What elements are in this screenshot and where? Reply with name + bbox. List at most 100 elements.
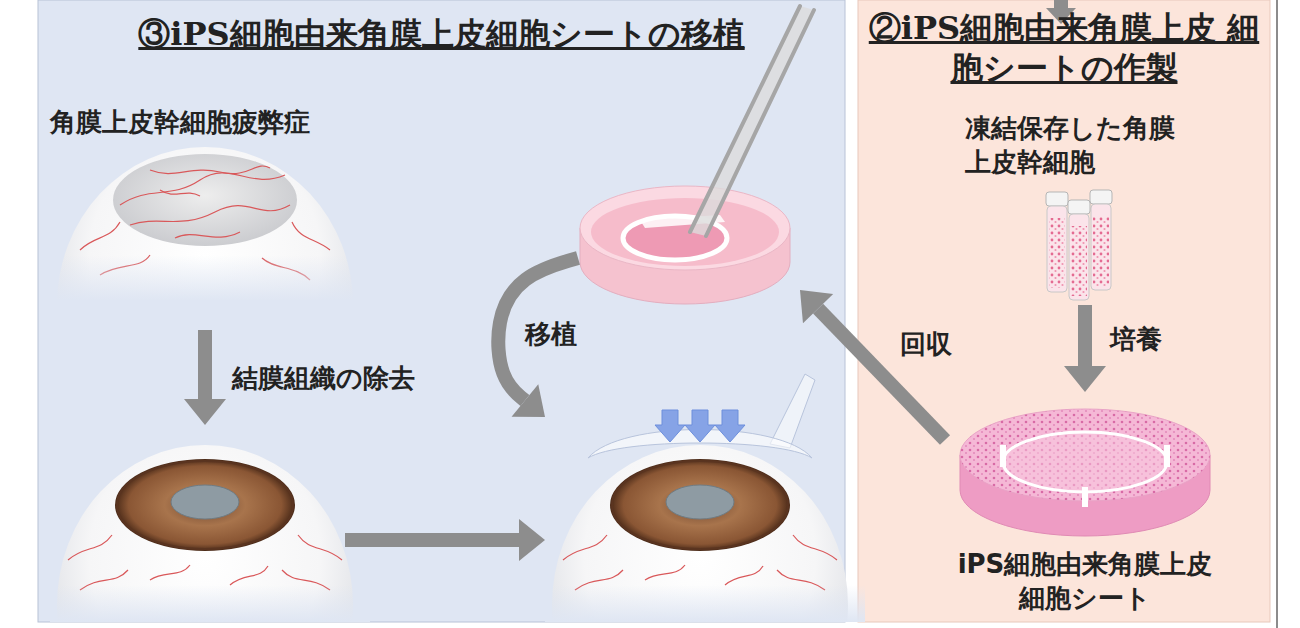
arrow-head <box>800 290 833 323</box>
flow-arrow <box>800 290 945 440</box>
frame-line <box>1276 0 1278 628</box>
placement-arrow <box>715 410 745 442</box>
placement-arrow <box>685 410 715 442</box>
dish-box: iPS細胞由来角膜上皮 細胞シート <box>945 392 1225 620</box>
vial-body <box>1047 206 1067 292</box>
clouded-cornea <box>113 154 297 246</box>
iris <box>610 459 790 551</box>
vessel <box>130 205 290 225</box>
vial-cells <box>1093 216 1109 286</box>
edge-label-box: 結膜組織の除去 <box>232 362 415 396</box>
eye-box <box>70 425 345 622</box>
vessel <box>120 173 285 205</box>
vessel <box>292 222 330 250</box>
vessel <box>725 566 763 585</box>
arrow-shaft <box>1054 0 1068 8</box>
flow-arrow <box>184 330 226 425</box>
panel-heading: ②iPS細胞由来角膜上皮 細胞シートの作製 <box>868 8 1260 88</box>
diseased-eye <box>50 147 370 463</box>
eye-box: 角膜上皮幹細胞疲弊症 <box>45 100 345 330</box>
vial-cap <box>1090 190 1112 204</box>
arrow-shaft <box>198 330 212 399</box>
vial-cap <box>1046 192 1068 206</box>
arrow-head <box>184 399 226 425</box>
vessel <box>793 535 837 560</box>
vessel <box>150 166 270 174</box>
edge-label: 回収 <box>900 328 952 362</box>
insert-leg <box>1000 445 1006 467</box>
edge-label-box: 培養 <box>1110 323 1162 357</box>
panel: ③iPS細胞由来角膜上皮細胞シートの移植角膜上皮幹細胞疲弊症 <box>38 0 845 622</box>
arrow-shaft <box>498 258 578 400</box>
text-block: ②iPS細胞由来角膜上皮 細胞シートの作製 <box>868 8 1260 88</box>
blood-vessels <box>563 535 837 590</box>
blood-vessels <box>68 535 342 590</box>
vial-body <box>1069 214 1089 300</box>
text-block: ③iPS細胞由来角膜上皮細胞シートの移植 <box>48 14 835 54</box>
iris-ring <box>117 461 293 549</box>
vial-box: 凍結保存した角膜 上皮幹細胞 <box>960 108 1210 305</box>
edge-label: 培養 <box>1110 323 1162 357</box>
vessel <box>150 565 190 580</box>
vessel <box>175 232 240 238</box>
arrow-shaft <box>818 309 945 440</box>
sheet-insert <box>1003 432 1167 492</box>
vessel <box>80 222 120 250</box>
eye-fade <box>545 585 865 622</box>
text-block: iPS細胞由来角膜上皮 細胞シート <box>950 548 1220 616</box>
flow-arrow <box>345 519 545 561</box>
vial-cap <box>1068 200 1090 214</box>
iris-ring <box>612 461 788 549</box>
medium <box>591 198 779 266</box>
iris <box>115 459 295 551</box>
vessel <box>160 190 200 196</box>
panel: ②iPS細胞由来角膜上皮 細胞シートの作製凍結保存した角膜 上皮幹細胞 iPS細胞… <box>858 0 1270 622</box>
vessel <box>230 566 268 585</box>
text-block: 凍結保存した角膜 上皮幹細胞 <box>965 112 1180 180</box>
vials <box>1046 190 1112 300</box>
panel-fill <box>38 0 845 622</box>
edge-label-box: 移植 <box>525 318 577 352</box>
vessel <box>645 565 685 580</box>
insert-leg <box>1164 445 1170 467</box>
vial-cells <box>1049 218 1065 288</box>
edge-label: 結膜組織の除去 <box>232 362 415 396</box>
eye-fade <box>50 255 370 301</box>
arrow-head <box>519 519 545 561</box>
eye-fade <box>50 585 370 622</box>
graft-eye <box>545 445 865 628</box>
vial-cells <box>1071 226 1087 296</box>
flow-arrow <box>498 258 578 417</box>
placement-arrow <box>655 410 685 442</box>
arrow-shaft <box>1078 305 1092 366</box>
dish-box <box>578 140 800 305</box>
arrow-head <box>512 384 545 417</box>
node-text: iPS細胞由来角膜上皮 細胞シート <box>950 548 1220 616</box>
eye-box <box>545 405 845 622</box>
text-block: 角膜上皮幹細胞疲弊症 <box>50 106 310 140</box>
sheet-holder-tab <box>770 374 815 448</box>
panel-heading: ③iPS細胞由来角膜上皮細胞シートの移植 <box>48 14 835 54</box>
vessel <box>68 535 112 560</box>
arrow-head <box>1064 366 1106 392</box>
vessel <box>298 535 342 560</box>
panel-fill <box>858 0 1270 622</box>
edge-label: 移植 <box>525 318 577 352</box>
pupil <box>171 485 239 519</box>
node-text: 凍結保存した角膜 上皮幹細胞 <box>965 112 1180 180</box>
flow-arrow <box>1064 305 1106 392</box>
vial-body <box>1091 204 1111 290</box>
culture-dish <box>960 409 1210 536</box>
pupil <box>666 485 734 519</box>
dish-top <box>580 186 790 270</box>
insert-leg <box>1082 487 1088 507</box>
edge-label-box: 回収 <box>900 328 952 362</box>
vessel <box>563 535 607 560</box>
clean-eye <box>50 445 370 628</box>
node-text: 角膜上皮幹細胞疲弊症 <box>50 106 310 140</box>
